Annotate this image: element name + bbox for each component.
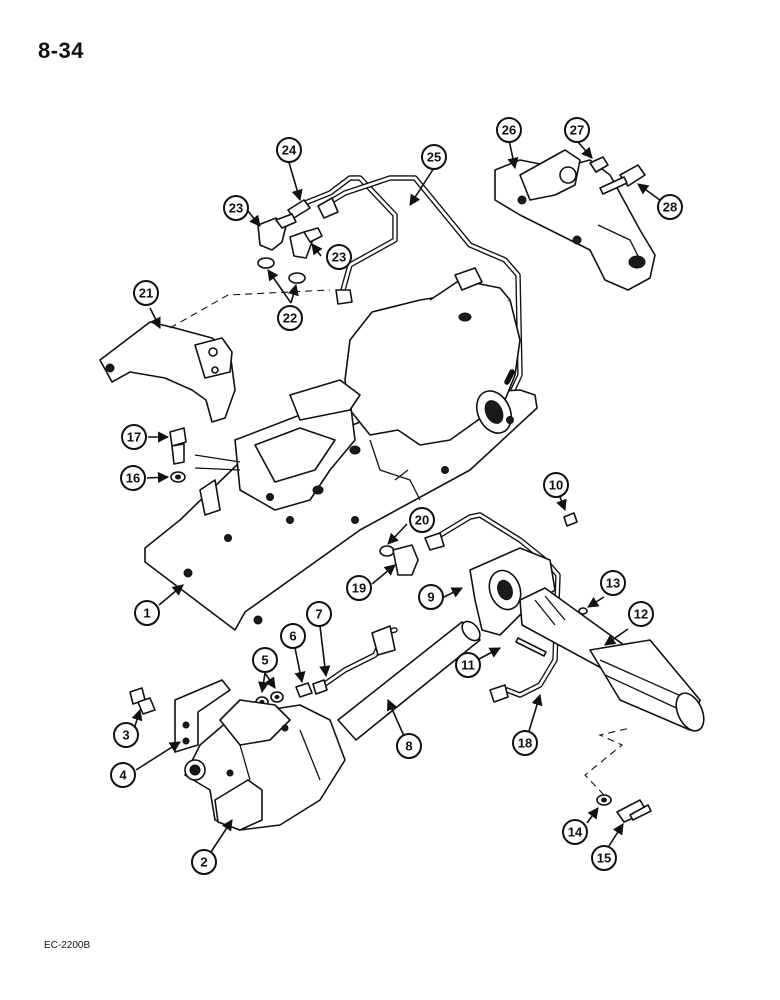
part-19-elbow xyxy=(392,544,419,576)
part-14-washer xyxy=(596,794,612,806)
callout-1: 1 xyxy=(134,600,160,626)
part-22-seals xyxy=(257,257,306,284)
svg-text:7: 7 xyxy=(315,607,322,622)
part-17-bolt xyxy=(169,427,187,465)
part-9-lever xyxy=(469,547,556,636)
callout-17: 17 xyxy=(121,424,147,450)
callout-13: 13 xyxy=(600,570,626,596)
part-23-elbow-left xyxy=(257,213,297,251)
callout-22: 22 xyxy=(277,305,303,331)
svg-text:26: 26 xyxy=(502,123,516,138)
callout-24: 24 xyxy=(276,137,302,163)
callout-10: 10 xyxy=(543,472,569,498)
callout-2: 2 xyxy=(191,849,217,875)
callout-21: 21 xyxy=(133,280,159,306)
svg-text:1: 1 xyxy=(143,606,150,621)
svg-text:17: 17 xyxy=(127,430,141,445)
callout-26: 26 xyxy=(496,117,522,143)
main-housing xyxy=(144,267,538,631)
part-6-fitting xyxy=(295,682,313,698)
svg-text:10: 10 xyxy=(549,478,563,493)
svg-text:18: 18 xyxy=(518,736,532,751)
part-13-key xyxy=(578,607,588,615)
callout-19: 19 xyxy=(346,575,372,601)
svg-text:9: 9 xyxy=(427,590,434,605)
callout-25: 25 xyxy=(421,144,447,170)
callout-18: 18 xyxy=(512,730,538,756)
svg-text:12: 12 xyxy=(634,607,648,622)
part-7-link xyxy=(312,625,398,695)
part-16-washer xyxy=(170,471,186,483)
svg-text:24: 24 xyxy=(282,143,297,158)
svg-text:8: 8 xyxy=(405,739,412,754)
svg-text:21: 21 xyxy=(139,286,153,301)
callout-20: 20 xyxy=(409,507,435,533)
callout-15: 15 xyxy=(591,845,617,871)
part-27-pin xyxy=(589,156,609,173)
callout-16: 16 xyxy=(120,465,146,491)
svg-text:20: 20 xyxy=(415,513,429,528)
callout-23-right: 23 xyxy=(326,244,352,270)
part-2-cylinder xyxy=(184,699,346,831)
svg-text:14: 14 xyxy=(568,825,583,840)
svg-text:5: 5 xyxy=(261,653,268,668)
part-24-tube xyxy=(287,175,398,305)
svg-text:27: 27 xyxy=(570,123,584,138)
svg-text:6: 6 xyxy=(289,629,296,644)
callout-4: 4 xyxy=(110,762,136,788)
callout-11: 11 xyxy=(455,652,481,678)
svg-text:15: 15 xyxy=(597,851,611,866)
leader-lines xyxy=(131,139,669,853)
document-code: EC-2200B xyxy=(44,940,91,951)
part-28-bolt xyxy=(599,164,646,195)
part-10-plug xyxy=(563,512,578,527)
part-15-bolt xyxy=(584,727,652,823)
callout-5: 5 xyxy=(252,647,278,673)
svg-text:13: 13 xyxy=(606,576,620,591)
callout-28: 28 xyxy=(657,194,683,220)
part-20-seal xyxy=(379,545,395,557)
part-26-bracket xyxy=(494,149,656,291)
callout-8: 8 xyxy=(396,733,422,759)
svg-text:23: 23 xyxy=(332,250,346,265)
svg-text:4: 4 xyxy=(119,768,127,783)
part-8-rod xyxy=(337,620,481,741)
callout-9: 9 xyxy=(418,584,444,610)
callout-27: 27 xyxy=(564,117,590,143)
callout-23-left: 23 xyxy=(223,195,249,221)
callout-14: 14 xyxy=(562,819,588,845)
svg-text:2: 2 xyxy=(200,855,207,870)
part-3-bolt xyxy=(129,687,156,715)
svg-text:22: 22 xyxy=(283,311,297,326)
callout-3: 3 xyxy=(113,722,139,748)
svg-text:23: 23 xyxy=(229,201,243,216)
callout-6: 6 xyxy=(280,623,306,649)
svg-text:3: 3 xyxy=(122,728,129,743)
svg-text:25: 25 xyxy=(427,150,441,165)
callout-7: 7 xyxy=(306,601,332,627)
callout-12: 12 xyxy=(628,601,654,627)
page-number: 8-34 xyxy=(38,38,85,63)
part-11-pin xyxy=(515,637,547,657)
part-23-elbow-right xyxy=(289,227,323,259)
svg-text:19: 19 xyxy=(352,581,366,596)
svg-text:28: 28 xyxy=(663,200,677,215)
svg-text:11: 11 xyxy=(461,658,475,673)
svg-text:16: 16 xyxy=(126,471,140,486)
part-12-cross-shaft xyxy=(519,587,705,732)
